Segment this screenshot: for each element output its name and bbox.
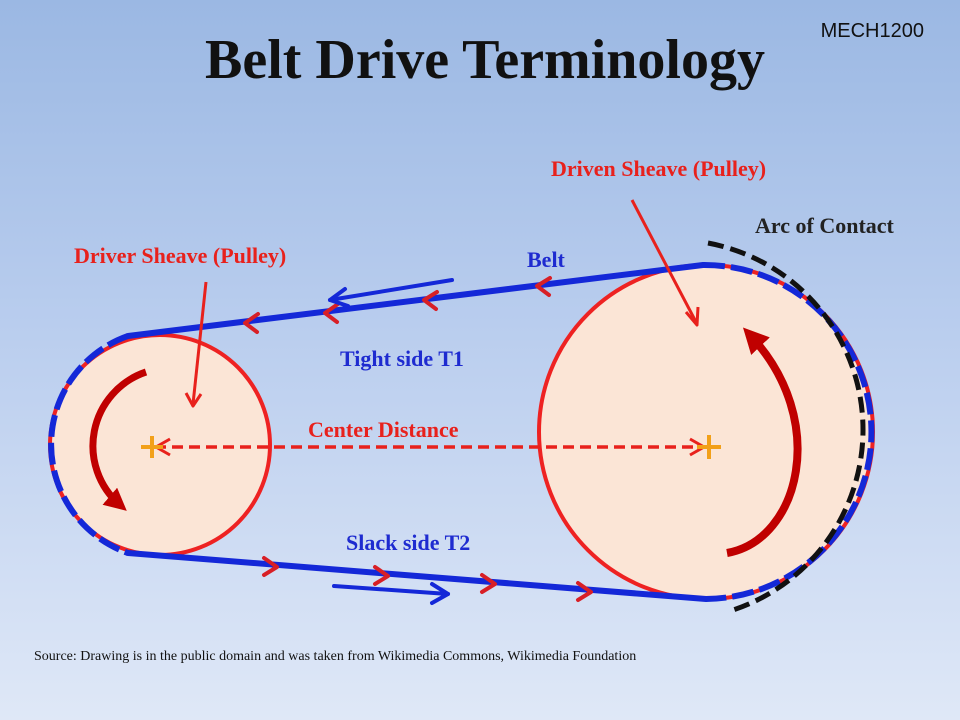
chevron-arrow-icon [422,290,439,311]
plus-mark-icon [697,435,721,459]
driver-rotation-arrow [89,368,148,511]
tight-side-chevrons [243,276,552,334]
arc-of-contact-label: Arc of Contact [755,213,894,238]
driver-sheave-pointer [184,281,208,408]
course-code: MECH1200 [820,20,924,42]
slack-side-direction-arrow [332,582,450,605]
driven-sheave-pointer [630,199,700,327]
belt-wrap-driver [48,333,129,556]
chevron-arrow-icon [576,581,593,602]
tight-side-direction-arrow [328,278,454,308]
chevron-arrow-icon [480,573,497,594]
driven-sheave-label: Driven Sheave (Pulley) [551,156,767,181]
chevron-arrow-icon [262,556,279,577]
page-title: Belt Drive Terminology [205,29,765,91]
plus-mark-icon [141,436,163,458]
slack-side-label: Slack side T2 [346,530,471,555]
belt-label: Belt [527,247,565,272]
driver-sheave-label: Driver Sheave (Pulley) [74,243,287,268]
driven-rotation-arrow [726,327,802,557]
chevron-arrow-icon [373,565,390,586]
source-caption: Source: Drawing is in the public domain … [34,649,637,664]
chevron-arrow-icon [243,312,260,334]
belt-slack-side [125,550,709,602]
tight-side-label: Tight side T1 [340,346,464,371]
arc-of-contact [707,240,866,614]
belt-wrap-driven [702,261,875,602]
chevron-arrow-icon [535,276,552,297]
center-distance-label: Center Distance [308,417,459,442]
slack-side-chevrons [262,556,593,602]
chevron-arrow-icon [323,302,340,324]
belt-tight-side [125,262,706,339]
